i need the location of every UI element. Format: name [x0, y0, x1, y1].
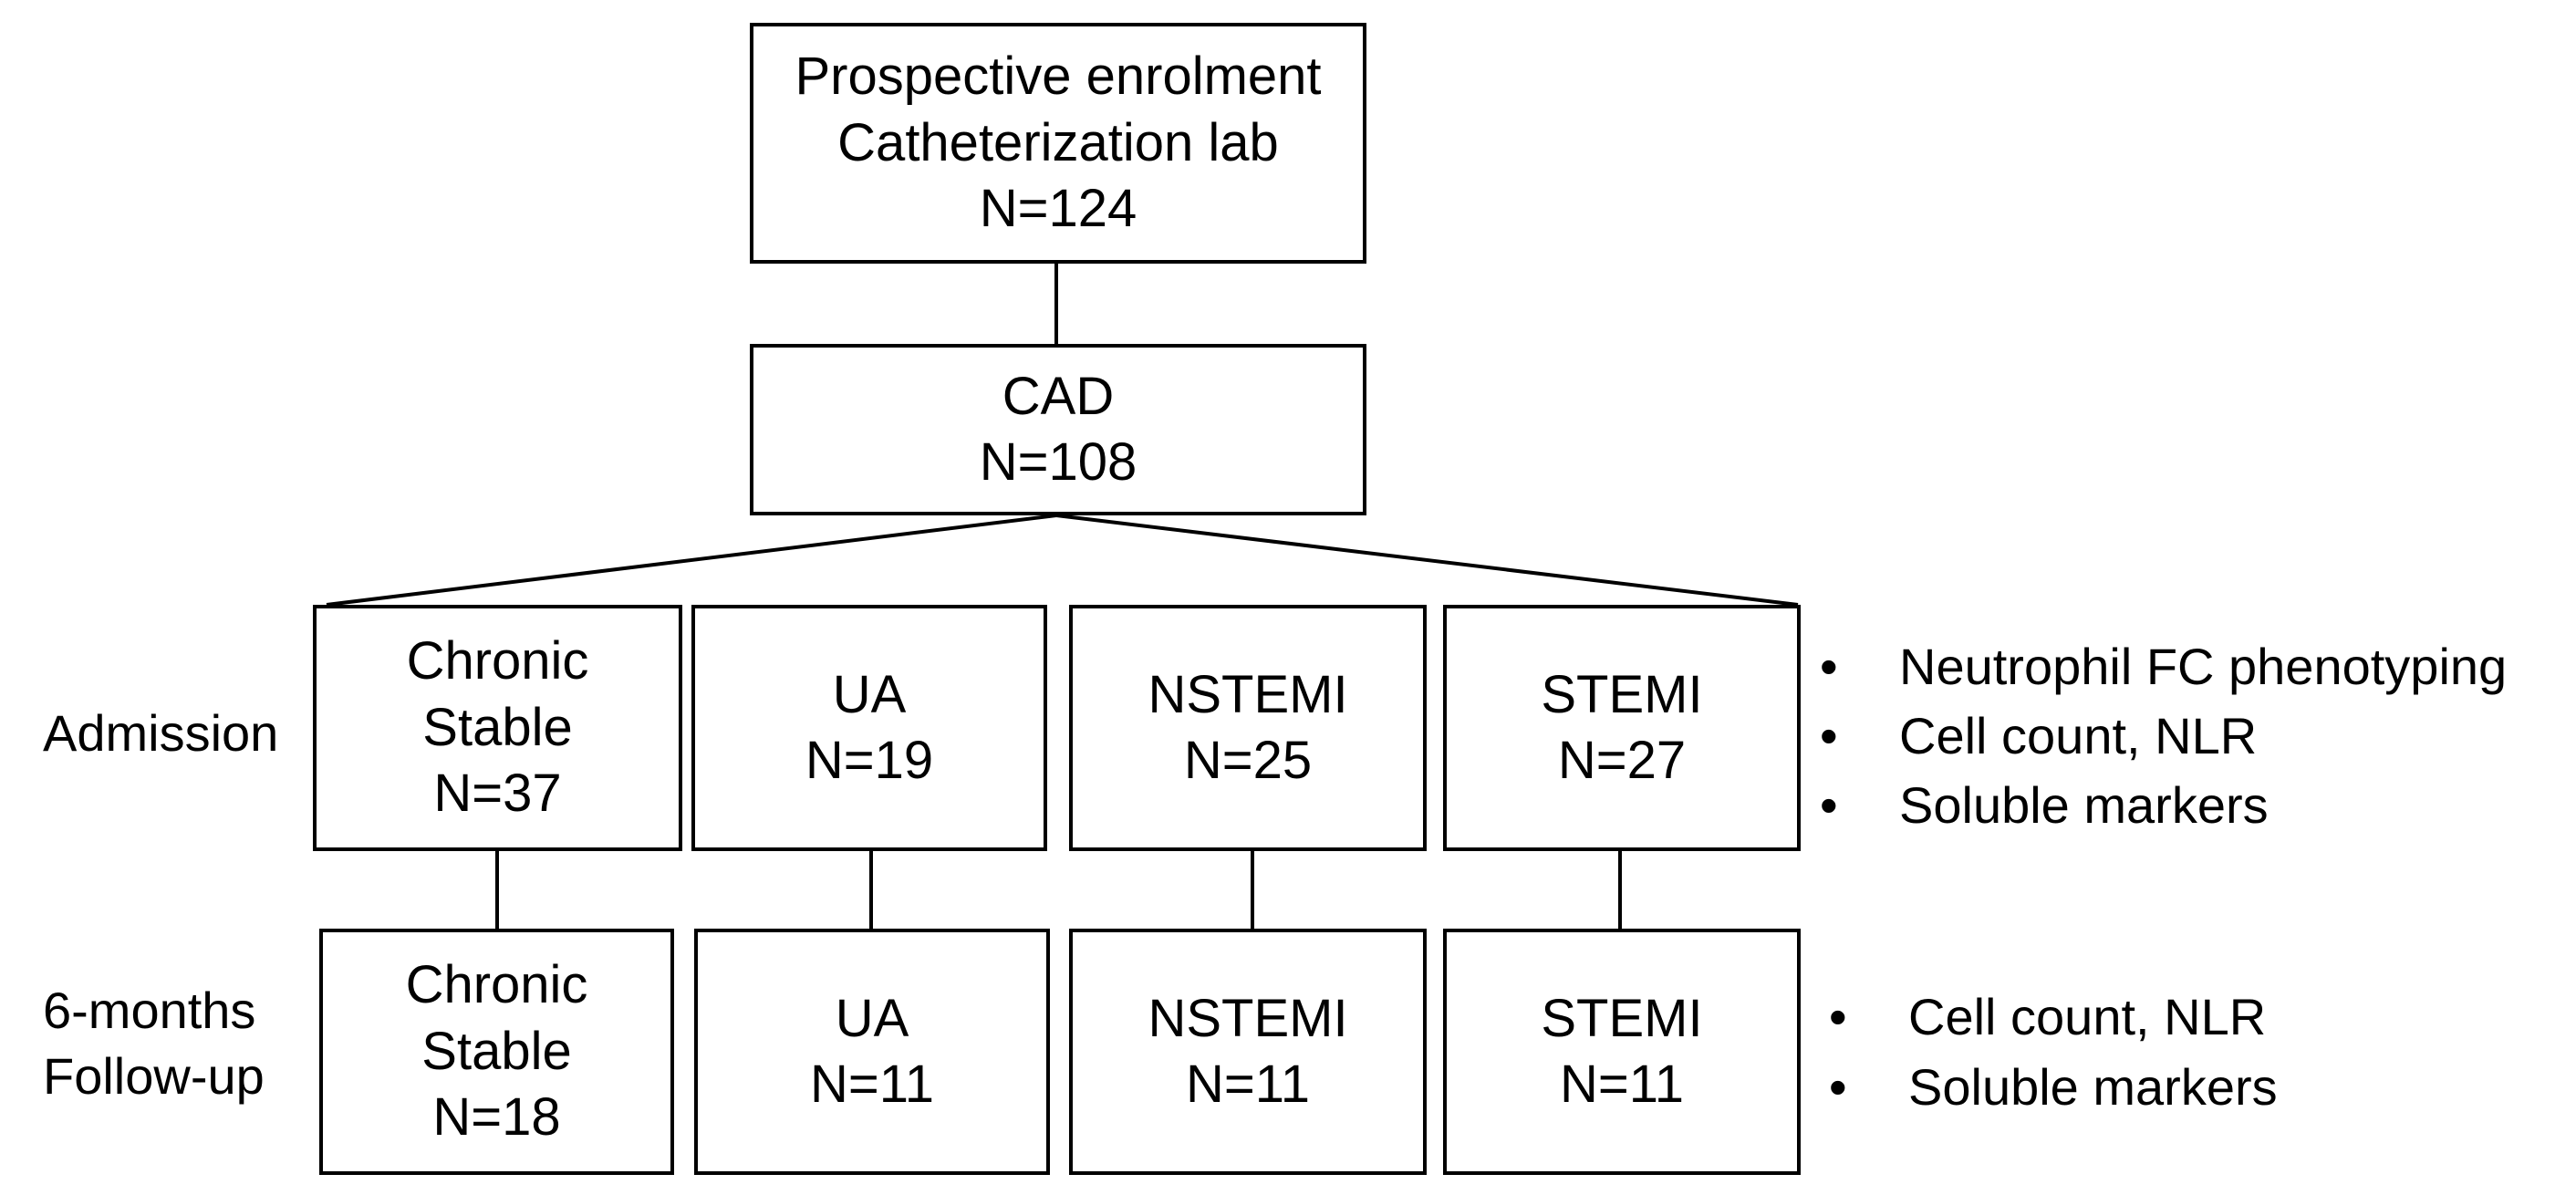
chronic-stable-followup-box: Chronic Stable N=18: [319, 929, 674, 1175]
group-count: N=27: [1557, 731, 1687, 790]
group-name: NSTEMI: [1148, 988, 1348, 1048]
chronic-stable-admission-box: Chronic Stable N=37: [313, 605, 682, 851]
group-count: N=25: [1183, 731, 1313, 790]
followup-measurements-list: Cell count, NLR Soluble markers: [1829, 982, 2278, 1122]
measurement-item: Soluble markers: [1829, 1052, 2278, 1122]
measurement-item: Soluble markers: [1820, 771, 2507, 840]
measurement-item: Cell count, NLR: [1829, 982, 2278, 1052]
measurement-item: Neutrophil FC phenotyping: [1820, 632, 2507, 701]
cad-box: CAD N=108: [750, 344, 1366, 515]
ua-admission-box: UA N=19: [691, 605, 1047, 851]
group-name: UA: [832, 664, 907, 724]
admission-label: Admission: [43, 704, 279, 762]
group-count: N=19: [805, 731, 934, 790]
stemi-followup-box: STEMI N=11: [1443, 929, 1801, 1175]
group-name: STEMI: [1541, 988, 1703, 1048]
nstemi-followup-box: NSTEMI N=11: [1069, 929, 1427, 1175]
admission-row-label: Admission: [43, 701, 278, 766]
group-count: N=11: [810, 1055, 934, 1114]
connector-cad-to-stemi: [1055, 514, 1799, 607]
followup-row-label: 6-months Follow-up: [43, 978, 265, 1108]
ua-followup-box: UA N=11: [694, 929, 1050, 1175]
group-name: UA: [835, 988, 909, 1048]
group-count: N=11: [1186, 1055, 1310, 1114]
group-name-line1: Chronic: [406, 631, 589, 691]
group-count: N=11: [1560, 1055, 1684, 1114]
cad-title: CAD: [1002, 366, 1115, 426]
enrolment-box: Prospective enrolment Catheterization la…: [750, 23, 1366, 264]
cad-count: N=108: [979, 432, 1137, 492]
enrolment-title: Prospective enrolment: [795, 47, 1322, 107]
group-name-line1: Chronic: [405, 955, 588, 1015]
stemi-admission-box: STEMI N=27: [1443, 605, 1801, 851]
group-count: N=18: [432, 1087, 561, 1148]
connector-cad-to-chronic-stable: [326, 514, 1057, 607]
followup-label-line1: 6-months: [43, 982, 256, 1039]
followup-label-line2: Follow-up: [43, 1046, 265, 1105]
admission-measurements-list: Neutrophil FC phenotyping Cell count, NL…: [1820, 632, 2507, 840]
enrolment-location: Catheterization lab: [837, 112, 1279, 172]
measurement-item: Cell count, NLR: [1820, 701, 2507, 771]
group-count: N=37: [433, 764, 562, 824]
group-name: STEMI: [1541, 664, 1703, 724]
group-name-line2: Stable: [422, 697, 573, 757]
group-name: NSTEMI: [1148, 664, 1348, 724]
group-name-line2: Stable: [421, 1021, 572, 1081]
enrolment-count: N=124: [979, 179, 1137, 239]
nstemi-admission-box: NSTEMI N=25: [1069, 605, 1427, 851]
